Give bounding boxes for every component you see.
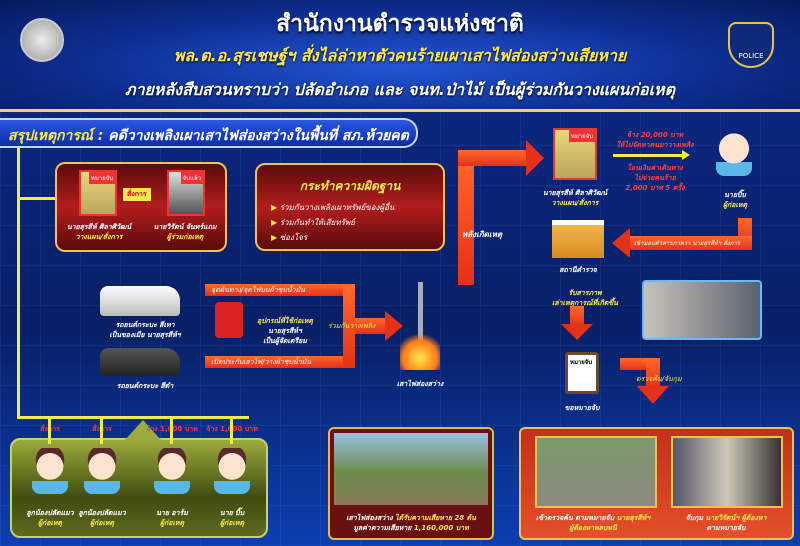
warrant-clipboard-icon: หมายจับ bbox=[565, 352, 599, 394]
damage-caption: เสาไฟส่องสว่าง ได้รับความเสียหาย 28 ต้นม… bbox=[346, 514, 476, 532]
suspect-caption: นายสุรสีห์ ศิลาศิวัฒน์วางแผน/สั่งการ bbox=[542, 189, 608, 207]
street-lamp-icon bbox=[418, 282, 423, 362]
connector-line bbox=[17, 148, 20, 418]
police-emblem-icon bbox=[20, 18, 64, 62]
arrest-photo bbox=[671, 436, 783, 508]
section-title: คดีวางเพลิงเผาเสาไฟส่องสว่างในพื้นที่ สภ… bbox=[108, 128, 409, 144]
white-pickup-truck-icon bbox=[100, 286, 180, 316]
actor-caption: นายบิ๊บผู้ก่อเหตุ bbox=[722, 191, 748, 209]
page-title: สำนักงานตำรวจแห่งชาติ bbox=[276, 11, 524, 37]
suspect-caption: นายวิรัตน์ จันทร์แถมผู้ร่วมก่อเหตุ bbox=[153, 223, 217, 241]
police-station-icon bbox=[552, 220, 604, 258]
vehicle-caption: รถยนต์กระบะ สีดำ bbox=[116, 382, 174, 390]
offences-title: กระทำความผิดฐาน bbox=[299, 179, 401, 193]
arrow-head-icon bbox=[526, 140, 544, 176]
callout-pointer bbox=[125, 420, 161, 440]
station-caption: สถานีตำรวจ bbox=[559, 266, 597, 274]
suspect-photo: หมายจับ bbox=[79, 170, 117, 216]
person-avatar-icon bbox=[32, 448, 68, 494]
offence-item: ▶ ร่วมกันวางเพลิงเผาทรัพย์ของผู้อื่น bbox=[271, 203, 395, 212]
person-avatar-icon bbox=[716, 130, 752, 176]
connector-line bbox=[230, 418, 233, 444]
accomplice-caption: นาย บิ๊บผู้ก่อเหตุ bbox=[219, 509, 245, 527]
headline: พล.ต.อ.สุรเชษฐ์ฯ สั่งไล่ล่าหาตัวคนร้ายเผ… bbox=[173, 46, 627, 65]
hire-note: จ้าง 20,000 บาทให้ไปจัดหาคนมาวางเพลิง bbox=[616, 131, 694, 149]
offences-list: ▶ ร่วมกันวางเพลิงเผาทรัพย์ของผู้อื่น ▶ ร… bbox=[257, 196, 443, 245]
person-avatar-icon bbox=[154, 448, 190, 494]
flow-top-bar: จุดต้นทาง/จุดไฟบนผ้าชุบน้ำมัน bbox=[205, 284, 355, 296]
badge-text: POLICE bbox=[738, 52, 764, 60]
accomplice-caption: นาย อาร์มผู้ก่อเหตุ bbox=[156, 509, 188, 527]
fire-icon bbox=[400, 330, 440, 370]
person-avatar-icon bbox=[214, 448, 250, 494]
connector-line bbox=[17, 416, 249, 419]
confess-arrow-label: เข้ามอบตัวสารภาพว่า นายสุรสีห์ฯ สั่งการ bbox=[630, 236, 752, 250]
connector-line bbox=[170, 418, 173, 444]
warrant-tag: หมายจับ bbox=[88, 172, 115, 184]
arrow-head-icon bbox=[682, 150, 690, 160]
connector-line bbox=[100, 418, 103, 444]
header-banner bbox=[0, 0, 800, 112]
hire-arrow bbox=[613, 154, 683, 157]
warrant-tag: หมายจับ bbox=[568, 130, 595, 142]
person-avatar-icon bbox=[84, 448, 120, 494]
search-arrow bbox=[646, 358, 660, 388]
gas-can-icon bbox=[215, 302, 243, 338]
order-arrow: สั่งการ bbox=[123, 188, 151, 201]
after-label: หลังเกิดเหตุ bbox=[462, 230, 503, 239]
suspect-photo: จับแล้ว bbox=[167, 170, 205, 216]
offence-item: ▶ ซ่องโจร bbox=[271, 233, 308, 242]
search-photo bbox=[535, 436, 657, 508]
police-badge-icon: POLICE bbox=[728, 22, 774, 68]
offences-box: กระทำความผิดฐาน ▶ ร่วมกันวางเพลิงเผาทรัพ… bbox=[255, 163, 445, 251]
after-arrow bbox=[458, 150, 474, 285]
flow-bottom-bar: เปิดประกับเสาไฟ/วางผ้าชุบน้ำมัน bbox=[205, 356, 355, 368]
suspects-box: หมายจับ สั่งการ จับแล้ว นายสุรสีห์ ศิลาศ… bbox=[55, 162, 227, 252]
section-label: สรุปเหตุการณ์ : bbox=[8, 128, 104, 144]
vehicle-caption: รถยนต์กระบะ สีเทาเป็นของเมีย นายสุรสีห์ฯ bbox=[109, 321, 181, 339]
merge-label: ร่วมกันวางเพลิง bbox=[328, 322, 376, 330]
down-arrow bbox=[570, 306, 584, 326]
after-arrow bbox=[458, 150, 528, 166]
arrested-tag: จับแล้ว bbox=[180, 172, 203, 184]
arrow-head-icon bbox=[561, 324, 593, 340]
black-pickup-truck-icon bbox=[100, 348, 180, 376]
warrant-caption: ขอหมายจับ bbox=[564, 404, 600, 412]
arrest-caption: จับกุม นายวิรัตน์ฯ ผู้ต้องหาตามหมายจับ bbox=[685, 514, 767, 532]
connector-line bbox=[17, 197, 57, 200]
accomplice-caption: ลูกน้องปลัดแมวผู้ก่อเหตุ bbox=[26, 509, 74, 527]
arrest-caption: เข้าตรวจค้น ตามหมายจับ นายสุรสีห์ฯผู้ต้อ… bbox=[535, 514, 651, 532]
arrests-box: เข้าตรวจค้น ตามหมายจับ นายสุรสีห์ฯผู้ต้อ… bbox=[519, 427, 794, 540]
arrow-head-icon bbox=[385, 311, 403, 341]
admit-caption: รับสารภาพเล่าเหตุการณ์ที่เกิดขึ้น bbox=[552, 289, 618, 307]
arrow-head-icon bbox=[612, 228, 630, 258]
damage-box: เสาไฟส่องสว่าง ได้รับความเสียหาย 28 ต้นม… bbox=[328, 427, 494, 540]
accomplice-caption: ลูกน้องปลัดแมวผู้ก่อเหตุ bbox=[78, 509, 126, 527]
section-header: สรุปเหตุการณ์ : คดีวางเพลิงเผาเสาไฟส่องส… bbox=[0, 118, 418, 148]
damaged-lamp-photo bbox=[334, 433, 488, 505]
subheadline: ภายหลังสืบสวนทราบว่า ปลัดอำเภอ และ จนท.ป… bbox=[125, 80, 675, 99]
equipment-caption: อุปกรณ์ที่ใช้ก่อเหตุนายสุรสีห์ฯเป็นผู้จั… bbox=[257, 317, 313, 345]
suspect-photo: หมายจับ bbox=[553, 128, 597, 180]
suspect-caption: นายสุรสีห์ ศิลาศิวัฒน์วางแผน/สั่งการ bbox=[66, 223, 132, 241]
connector-line bbox=[48, 418, 51, 444]
lamp-caption: เสาไฟส่องสว่าง bbox=[396, 380, 444, 388]
merge-arrow bbox=[355, 318, 385, 334]
interrogation-photo bbox=[642, 280, 762, 340]
search-label: ตรวจค้น/จับกุม bbox=[636, 375, 682, 383]
offence-item: ▶ ร่วมกันทำให้เสียทรัพย์ bbox=[271, 218, 355, 227]
flow-vertical-bar bbox=[343, 284, 355, 368]
arrow-head-icon bbox=[637, 386, 669, 404]
